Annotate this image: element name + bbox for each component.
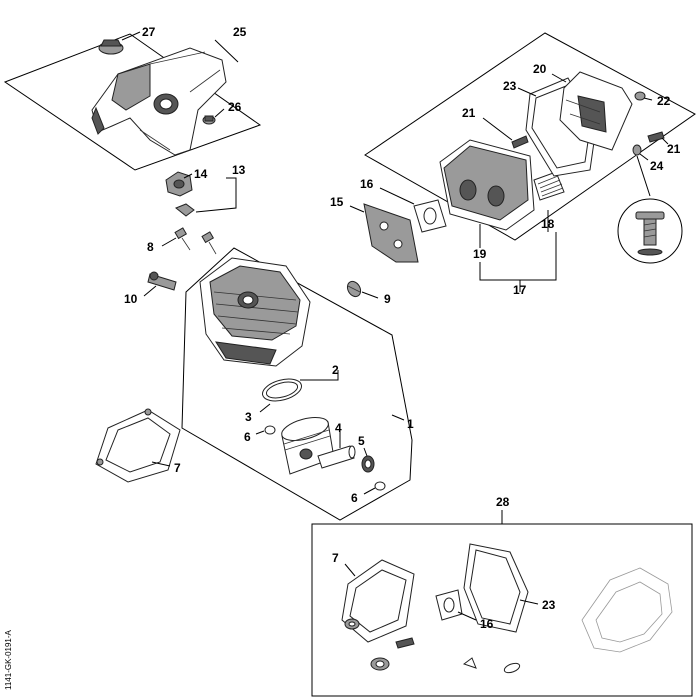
callout-3: 3 (245, 410, 252, 424)
callout-8: 8 (147, 240, 154, 254)
cover-20 (559, 71, 633, 151)
leader-15 (349, 205, 365, 213)
gasket-7-left (95, 408, 181, 483)
callout-27: 27 (142, 25, 156, 39)
callout-28: 28 (496, 495, 510, 509)
leader-detail (636, 155, 651, 197)
callout-22: 22 (657, 94, 671, 108)
drawing-code: 1141-GK-0191-A (4, 629, 13, 690)
leader-24 (639, 153, 649, 161)
callout-24: 24 (650, 159, 664, 173)
leader-1 (391, 414, 405, 421)
callout-4: 4 (335, 421, 342, 435)
plate-15 (363, 203, 419, 263)
leader-23a (517, 87, 537, 97)
leader-6a (255, 430, 265, 435)
gasket-16 (413, 199, 447, 233)
callout-9: 9 (384, 292, 391, 306)
nut-22 (634, 91, 646, 101)
callout-10: 10 (124, 292, 138, 306)
seal-ring-b (370, 657, 390, 671)
bracket-17 (479, 232, 557, 281)
bracket-14 (165, 171, 193, 197)
leader-16b (457, 611, 477, 621)
callout-13: 13 (232, 163, 246, 177)
leader-3 (259, 403, 271, 413)
leader-14 (183, 173, 193, 179)
callout-18: 18 (541, 217, 555, 231)
leader-27 (121, 31, 141, 41)
callout-20: 20 (533, 62, 547, 76)
gasket-23-set (463, 543, 529, 633)
piston-pin-4 (317, 445, 356, 469)
seal-ring-a (344, 618, 360, 630)
leader-26 (214, 108, 225, 118)
piston-ring-2 (262, 378, 302, 402)
leader-20 (551, 73, 567, 83)
callout-26: 26 (228, 100, 242, 114)
callout-6a: 6 (244, 430, 251, 444)
gasket-7-set (341, 559, 415, 643)
callout-21a: 21 (462, 106, 476, 120)
detail-view-bolt (617, 198, 683, 264)
screw-21b (647, 131, 665, 143)
callout-16a: 16 (360, 177, 374, 191)
callout-23a: 23 (503, 79, 517, 93)
circlip-6b (374, 481, 386, 491)
leader-21b (661, 137, 669, 145)
callout-6b: 6 (351, 491, 358, 505)
needle-cage-5 (361, 455, 375, 473)
bolt-8a (174, 227, 191, 251)
callout-14: 14 (194, 167, 208, 181)
callout-1: 1 (407, 417, 414, 431)
callout-25: 25 (233, 25, 247, 39)
leader-8 (161, 237, 177, 247)
callout-7b: 7 (332, 551, 339, 565)
cap-27 (98, 39, 124, 55)
spark-plug-10 (147, 271, 177, 291)
leader-5 (363, 447, 368, 457)
circlip-6a (264, 425, 276, 435)
callout-5: 5 (358, 434, 365, 448)
callout-19: 19 (473, 247, 487, 261)
leader-6b (363, 487, 376, 495)
callout-21b: 21 (667, 142, 681, 156)
callout-16b: 16 (480, 617, 494, 631)
clip-set-b (503, 662, 521, 674)
leader-16a (379, 187, 415, 205)
leader-7a (151, 461, 171, 467)
exhaust-stud-9 (346, 280, 362, 298)
leader-10 (143, 285, 157, 297)
leader-13 (195, 177, 237, 213)
shroud-part (91, 47, 227, 156)
leader-22 (643, 97, 653, 101)
cylinder (199, 257, 311, 367)
leader-9 (361, 291, 379, 299)
leader-25 (214, 39, 239, 63)
leader-23b (519, 599, 539, 605)
group-frame-25 (3, 33, 262, 171)
screen-18 (533, 171, 565, 201)
callout-7a: 7 (174, 461, 181, 475)
screw-set (395, 637, 415, 649)
callout-17: 17 (513, 283, 527, 297)
leader-2 (300, 370, 339, 381)
gasket-16-set (435, 589, 463, 621)
screw-21a (511, 135, 529, 149)
muffler-body-19 (439, 139, 535, 231)
leader-7b (344, 563, 356, 577)
crankcase-gasket-ghost (581, 567, 673, 653)
callout-23b: 23 (542, 598, 556, 612)
callout-2: 2 (332, 363, 339, 377)
leader-21a (482, 117, 513, 141)
washer-24 (632, 144, 642, 156)
clip-set-a (462, 657, 477, 669)
clip-13 (175, 203, 195, 217)
screw-26 (202, 115, 216, 125)
callout-15: 15 (330, 195, 344, 209)
bolt-8b (201, 231, 217, 255)
